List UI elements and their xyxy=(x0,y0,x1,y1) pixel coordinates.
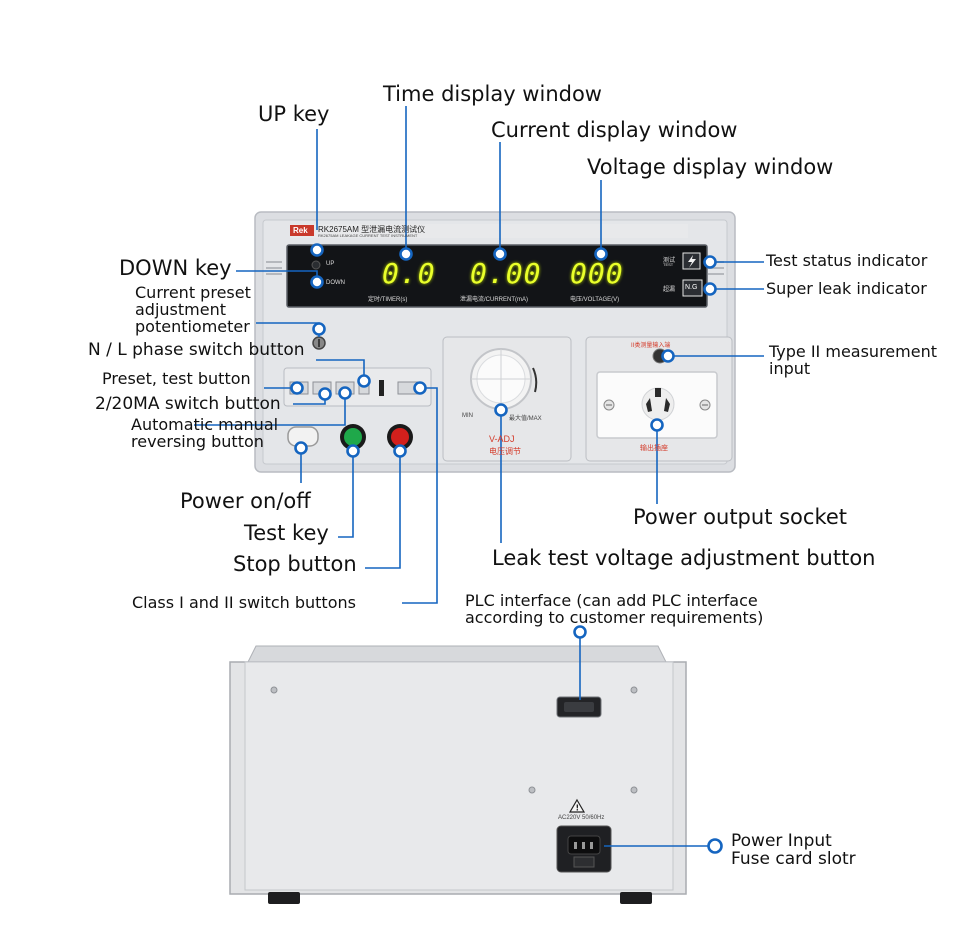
test-indicator-label: 测试 xyxy=(663,258,676,264)
vadj-label: V-ADJ xyxy=(489,434,515,444)
knob-max-label: 最大值/MAX xyxy=(509,416,542,422)
knob-min-label: MIN xyxy=(462,413,473,419)
label-class-switch: Class I and II switch buttons xyxy=(132,593,356,612)
label-current-preset: Current preset adjustment potentiometer xyxy=(135,283,251,336)
label-type2-input: Type II measurement input xyxy=(769,342,937,378)
label-nl-phase: N / L phase switch button xyxy=(88,340,305,360)
label-super-leak: Super leak indicator xyxy=(766,279,927,298)
socket-cn: 输出插座 xyxy=(640,445,668,452)
label-up-key: UP key xyxy=(258,102,330,126)
timer-readout: 0.0 xyxy=(382,257,436,290)
timer-caption: 定时/TIMER(s) xyxy=(368,297,408,303)
label-power-onoff: Power on/off xyxy=(180,489,311,513)
label-voltage-display: Voltage display window xyxy=(587,155,834,179)
label-leak-voltage-adj: Leak test voltage adjustment button xyxy=(492,546,876,570)
brand-logo-text: Rek xyxy=(293,226,308,235)
vadj-cn-label: 电压调节 xyxy=(489,447,521,456)
label-time-display: Time display window xyxy=(383,82,602,106)
label-plc-interface: PLC interface (can add PLC interface acc… xyxy=(465,591,764,627)
label-power-socket: Power output socket xyxy=(633,505,848,529)
label-ma-switch: 2/20MA switch button xyxy=(95,394,281,414)
label-stop-button: Stop button xyxy=(233,552,357,576)
label-power-input: Power Input xyxy=(731,831,832,851)
model-subtitle: RK2675AM LEAKAGE CURRENT TEST INSTRUMENT xyxy=(318,233,418,238)
svg-text:!: ! xyxy=(576,804,580,813)
label-test-status: Test status indicator xyxy=(766,251,928,270)
current-caption: 泄漏电流/CURRENT(mA) xyxy=(460,297,528,303)
label-fuse-slot: Fuse card slotr xyxy=(731,849,856,869)
voltage-caption: 电压/VOLTAGE(V) xyxy=(570,297,620,303)
label-auto-manual: Automatic manual reversing button xyxy=(131,415,279,451)
label-preset-test: Preset, test button xyxy=(102,369,251,388)
model-title: RK2675AM 型泄漏电流测试仪 xyxy=(318,225,426,234)
test-indicator-label-en: TEST xyxy=(663,262,674,267)
ng-indicator-text: N.G xyxy=(685,284,698,291)
label-down-key: DOWN key xyxy=(119,256,232,280)
ac-rating: AC220V 50/60Hz xyxy=(558,815,605,821)
ng-indicator-label: 超漏 xyxy=(663,287,676,293)
label-current-display: Current display window xyxy=(491,118,738,142)
up-led-label: UP xyxy=(326,261,335,267)
type2-input-cn: II类测量输入端 xyxy=(631,343,671,349)
down-led-label: DOWN xyxy=(326,280,345,286)
label-test-key: Test key xyxy=(244,521,329,545)
current-readout: 0.00 xyxy=(470,257,542,290)
voltage-readout: 000 xyxy=(570,257,624,290)
